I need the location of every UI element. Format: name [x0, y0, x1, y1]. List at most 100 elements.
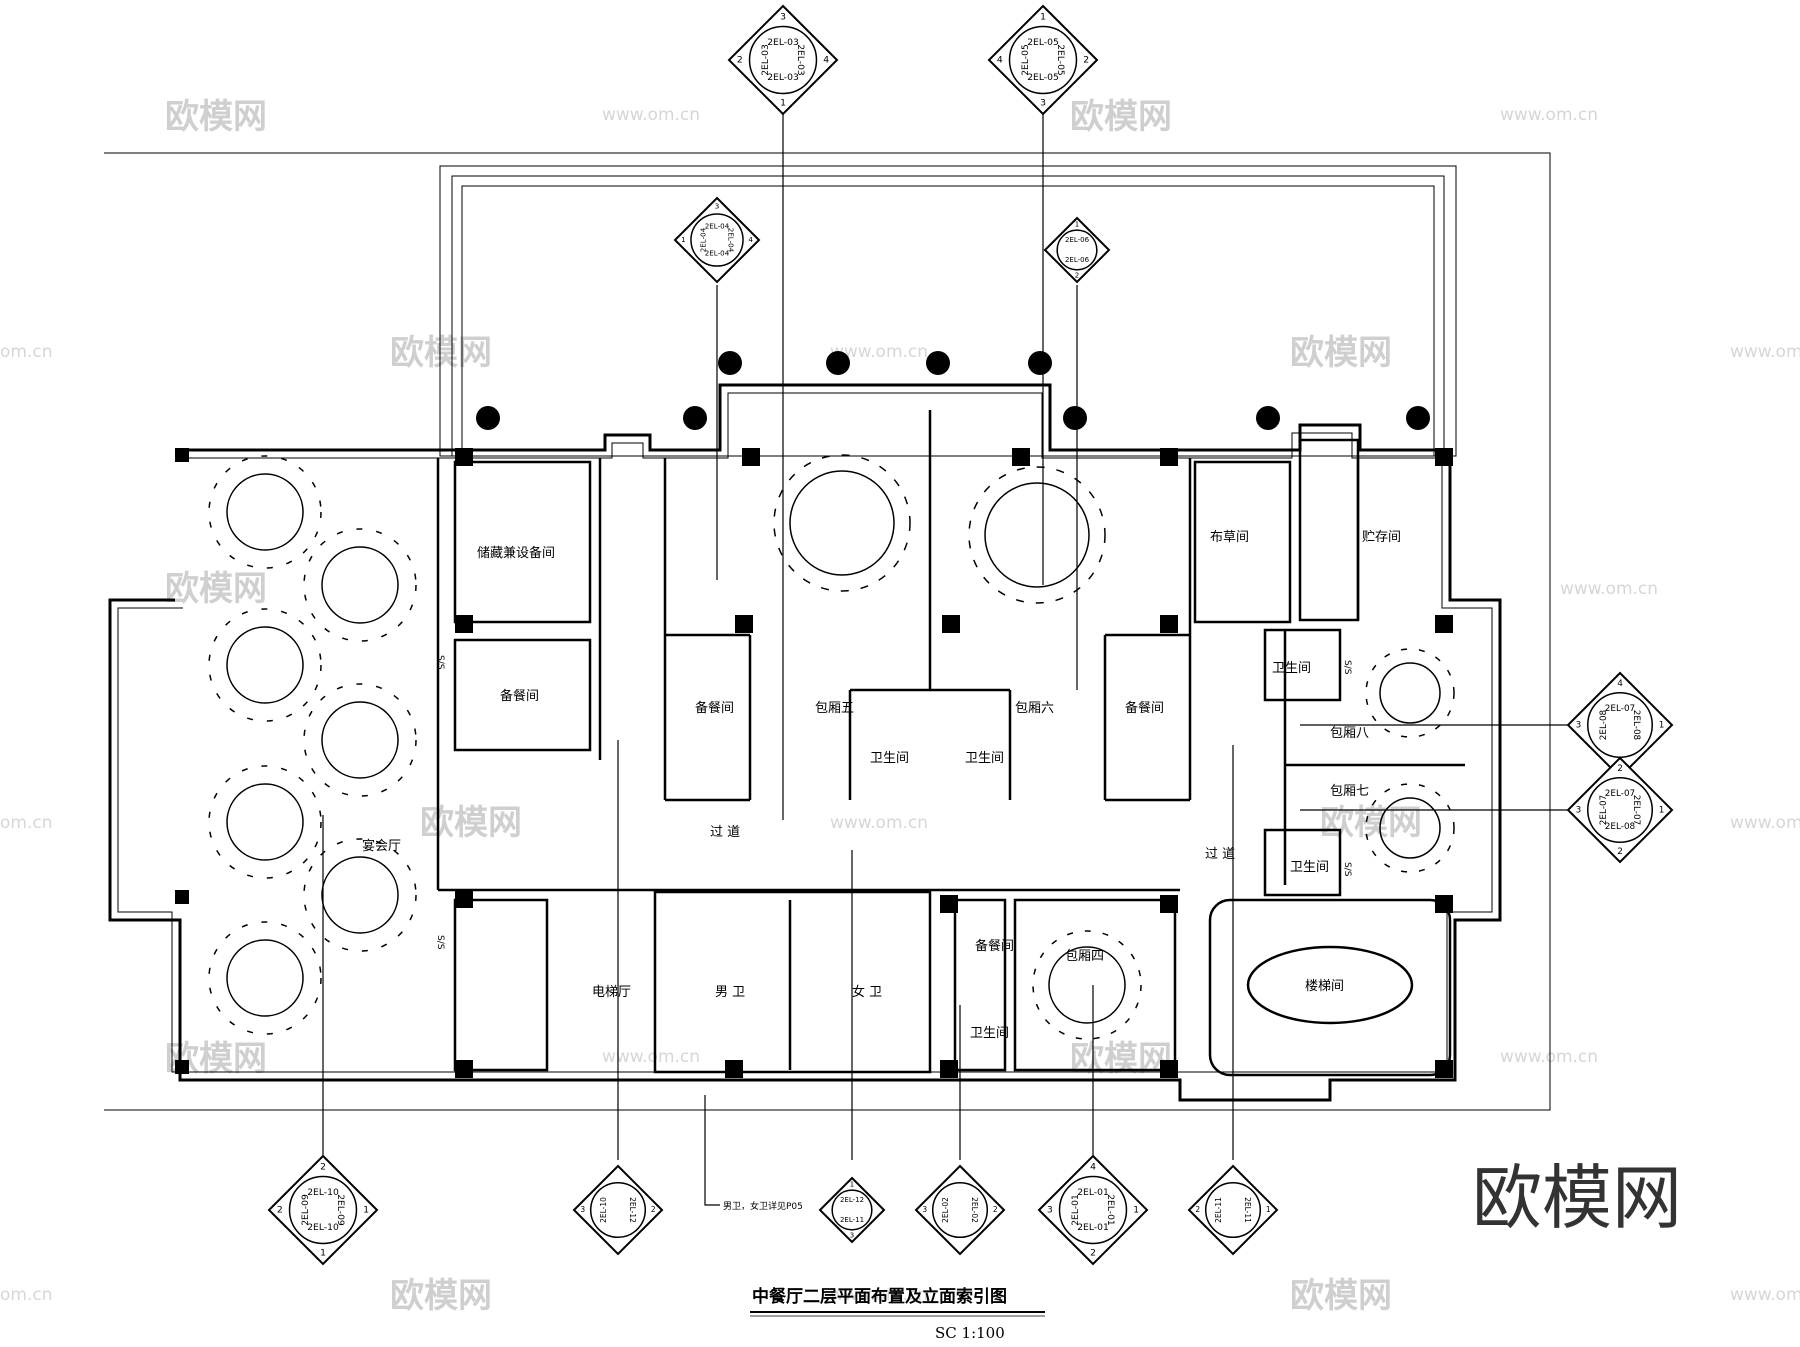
index-number: 3: [580, 1205, 585, 1214]
elevation-index-marker: 1 2 2EL-06 2EL-06: [1043, 216, 1111, 284]
index-number: 2: [1090, 1248, 1096, 1259]
index-sheet-ref: 2EL-06: [1065, 256, 1090, 264]
watermark-url: www.om.cn: [602, 105, 700, 125]
watermark-logo: 欧模网: [165, 569, 267, 609]
index-sheet-ref: 2EL-08: [1599, 709, 1609, 740]
room-label-wc-4: 卫生间: [970, 1026, 1009, 1041]
index-number: 2: [651, 1205, 656, 1214]
index-number: 2: [737, 55, 743, 66]
elevation-index-markers: 31422EL-032EL-032EL-032EL-0313242EL-052E…: [267, 4, 1674, 1266]
index-sheet-ref: 2EL-10: [599, 1197, 608, 1223]
index-sheet-ref: 2EL-04: [699, 227, 708, 252]
index-number: 3: [715, 201, 720, 210]
room-label-wc-8: 卫生间: [1272, 661, 1311, 676]
index-number: 3: [1576, 806, 1582, 816]
index-number: 1: [363, 1205, 369, 1216]
index-number: 1: [1659, 721, 1665, 731]
index-number: 2: [1617, 847, 1623, 857]
index-number: 2: [1075, 272, 1079, 280]
index-sheet-ref: 2EL-04: [726, 228, 735, 253]
index-number: 1: [850, 1180, 854, 1188]
index-number: 4: [748, 235, 753, 244]
watermark-logo: 欧模网: [1290, 1276, 1392, 1316]
index-sheet-ref: 2EL-05: [1027, 37, 1059, 48]
index-number: 2: [277, 1205, 283, 1216]
watermark-logo: 欧模网: [1070, 1039, 1172, 1079]
index-sheet-ref: 2EL-11: [1243, 1197, 1252, 1223]
ss-label: S/S: [435, 935, 445, 950]
watermark-url: www.om.cn: [1560, 579, 1658, 599]
ss-label: S/S: [1342, 660, 1352, 675]
index-sheet-ref: 2EL-03: [767, 72, 799, 83]
watermark-logo: 欧模网: [420, 803, 522, 843]
index-number: 2: [320, 1161, 326, 1172]
index-sheet-ref: 2EL-12: [840, 1196, 864, 1204]
index-sheet-ref: 2EL-09: [335, 1194, 346, 1226]
index-sheet-ref: 2EL-11: [1214, 1197, 1223, 1223]
index-number: 3: [1040, 98, 1046, 109]
watermark-url: www.om.cn: [1500, 105, 1598, 125]
index-sheet-ref: 2EL-06: [1065, 236, 1090, 244]
index-sheet-ref: 2EL-07: [1599, 795, 1609, 825]
drawing-scale: SC 1:100: [935, 1324, 1005, 1342]
index-sheet-ref: 2EL-09: [300, 1194, 311, 1226]
room-label-corridor: 过 道: [710, 825, 740, 840]
room-label-stair: 楼梯间: [1305, 979, 1344, 994]
index-sheet-ref: 2EL-05: [1027, 72, 1059, 83]
index-number: 1: [1040, 11, 1046, 22]
exterior-walls: [108, 383, 1502, 1102]
toilet-detail-note: 男卫，女卫详见P05: [723, 1200, 803, 1212]
private-room-tables: [773, 454, 1455, 1040]
index-number: 1: [780, 98, 786, 109]
index-sheet-ref: 2EL-08: [1605, 822, 1636, 832]
index-sheet-ref: 2EL-03: [795, 44, 806, 76]
room-labels: 宴会厅 储藏兼设备间 备餐间 备餐间 包厢五 包厢六 备餐间 卫生间 卫生间 布…: [362, 530, 1401, 1212]
index-sheet-ref: 2EL-10: [307, 1187, 339, 1198]
index-number: 1: [1659, 806, 1665, 816]
watermark-logo: 欧模网: [1070, 97, 1172, 137]
index-number: 4: [1090, 1161, 1096, 1172]
index-sheet-ref: 2EL-11: [840, 1216, 864, 1224]
plant-symbols: [476, 351, 1430, 430]
room-label-private-5: 包厢五: [815, 701, 854, 716]
room-label-private-6: 包厢六: [1015, 701, 1054, 716]
watermark-url: www.om.cn: [830, 813, 928, 833]
index-sheet-ref: 2EL-08: [1631, 710, 1641, 741]
index-number: 2: [1195, 1205, 1200, 1214]
index-number: 2: [993, 1205, 998, 1214]
watermark-url: www.om.cn: [1500, 1047, 1598, 1067]
room-label-storage: 储藏兼设备间: [477, 545, 555, 561]
ss-label: S/S: [1342, 862, 1352, 877]
room-label-pantry: 备餐间: [975, 938, 1014, 954]
room-label-linen: 布草间: [1210, 530, 1249, 545]
index-sheet-ref: 2EL-01: [1077, 1222, 1109, 1233]
room-label-store: 贮存间: [1362, 530, 1401, 545]
room-label-wc-7: 卫生间: [1290, 860, 1329, 875]
index-sheet-ref: 2EL-10: [307, 1222, 339, 1233]
watermark-url: www.om.cn: [830, 342, 928, 362]
room-label-private-4: 包厢四: [1065, 949, 1104, 964]
index-number: 2: [1617, 764, 1623, 774]
watermark-url: www.om.cn: [1730, 1285, 1800, 1305]
room-label-pantry: 备餐间: [500, 688, 539, 704]
watermark-logo: 欧模网: [390, 1276, 492, 1316]
interior-walls: [436, 410, 1465, 1077]
room-label-corridor: 过 道: [1205, 847, 1235, 862]
index-number: 3: [922, 1205, 927, 1214]
index-number: 1: [1075, 220, 1079, 228]
index-number: 3: [1047, 1205, 1053, 1216]
index-sheet-ref: 2EL-07: [1631, 795, 1641, 825]
index-sheet-ref: 2EL-01: [1070, 1194, 1081, 1226]
index-sheet-ref: 2EL-03: [767, 37, 799, 48]
watermark-url: om.cn: [0, 813, 53, 833]
watermark-url: om.cn: [0, 1285, 53, 1305]
room-label-men: 男 卫: [715, 985, 745, 1000]
index-number: 3: [1576, 721, 1582, 731]
index-sheet-ref: 2EL-01: [1105, 1194, 1116, 1226]
index-sheet-ref: 2EL-04: [705, 222, 730, 231]
